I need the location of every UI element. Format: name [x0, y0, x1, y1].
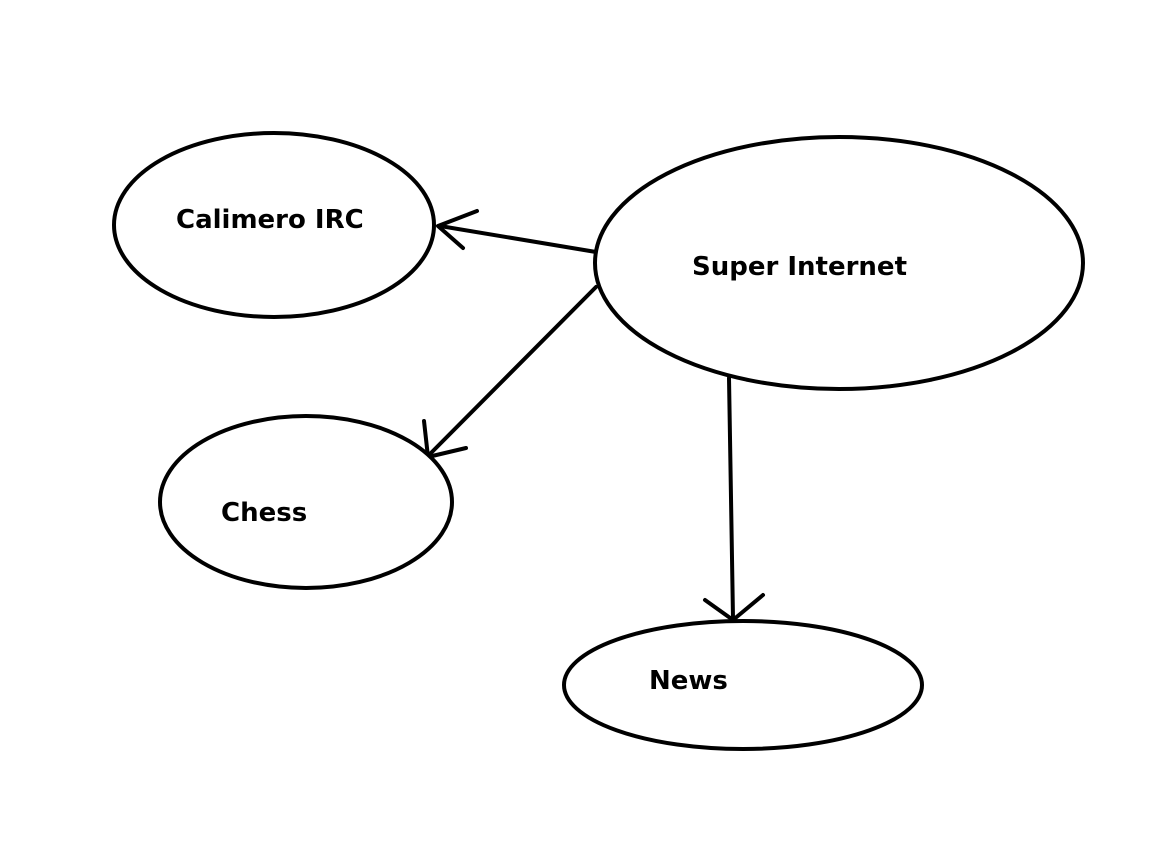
node-chess: Chess [158, 414, 454, 590]
edge-super-internet-to-news [703, 376, 765, 622]
node-news: News [562, 619, 924, 751]
node-label-super-internet: Super Internet [692, 252, 907, 282]
arrow-head [436, 209, 479, 250]
edge-line [438, 224, 598, 254]
node-super-internet: Super Internet [593, 135, 1085, 391]
node-ellipse [593, 135, 1085, 391]
edge-super-internet-to-calimero-irc [436, 209, 598, 254]
node-label-news: News [649, 666, 728, 696]
edge-line [425, 285, 598, 459]
node-calimero-irc: Calimero IRC [112, 131, 436, 319]
node-ellipse [112, 131, 436, 319]
node-label-chess: Chess [221, 498, 307, 528]
node-ellipse [158, 414, 454, 590]
node-label-calimero-irc: Calimero IRC [176, 205, 364, 235]
node-ellipse [562, 619, 924, 751]
edge-line [727, 376, 735, 620]
edge-super-internet-to-chess [422, 285, 598, 459]
